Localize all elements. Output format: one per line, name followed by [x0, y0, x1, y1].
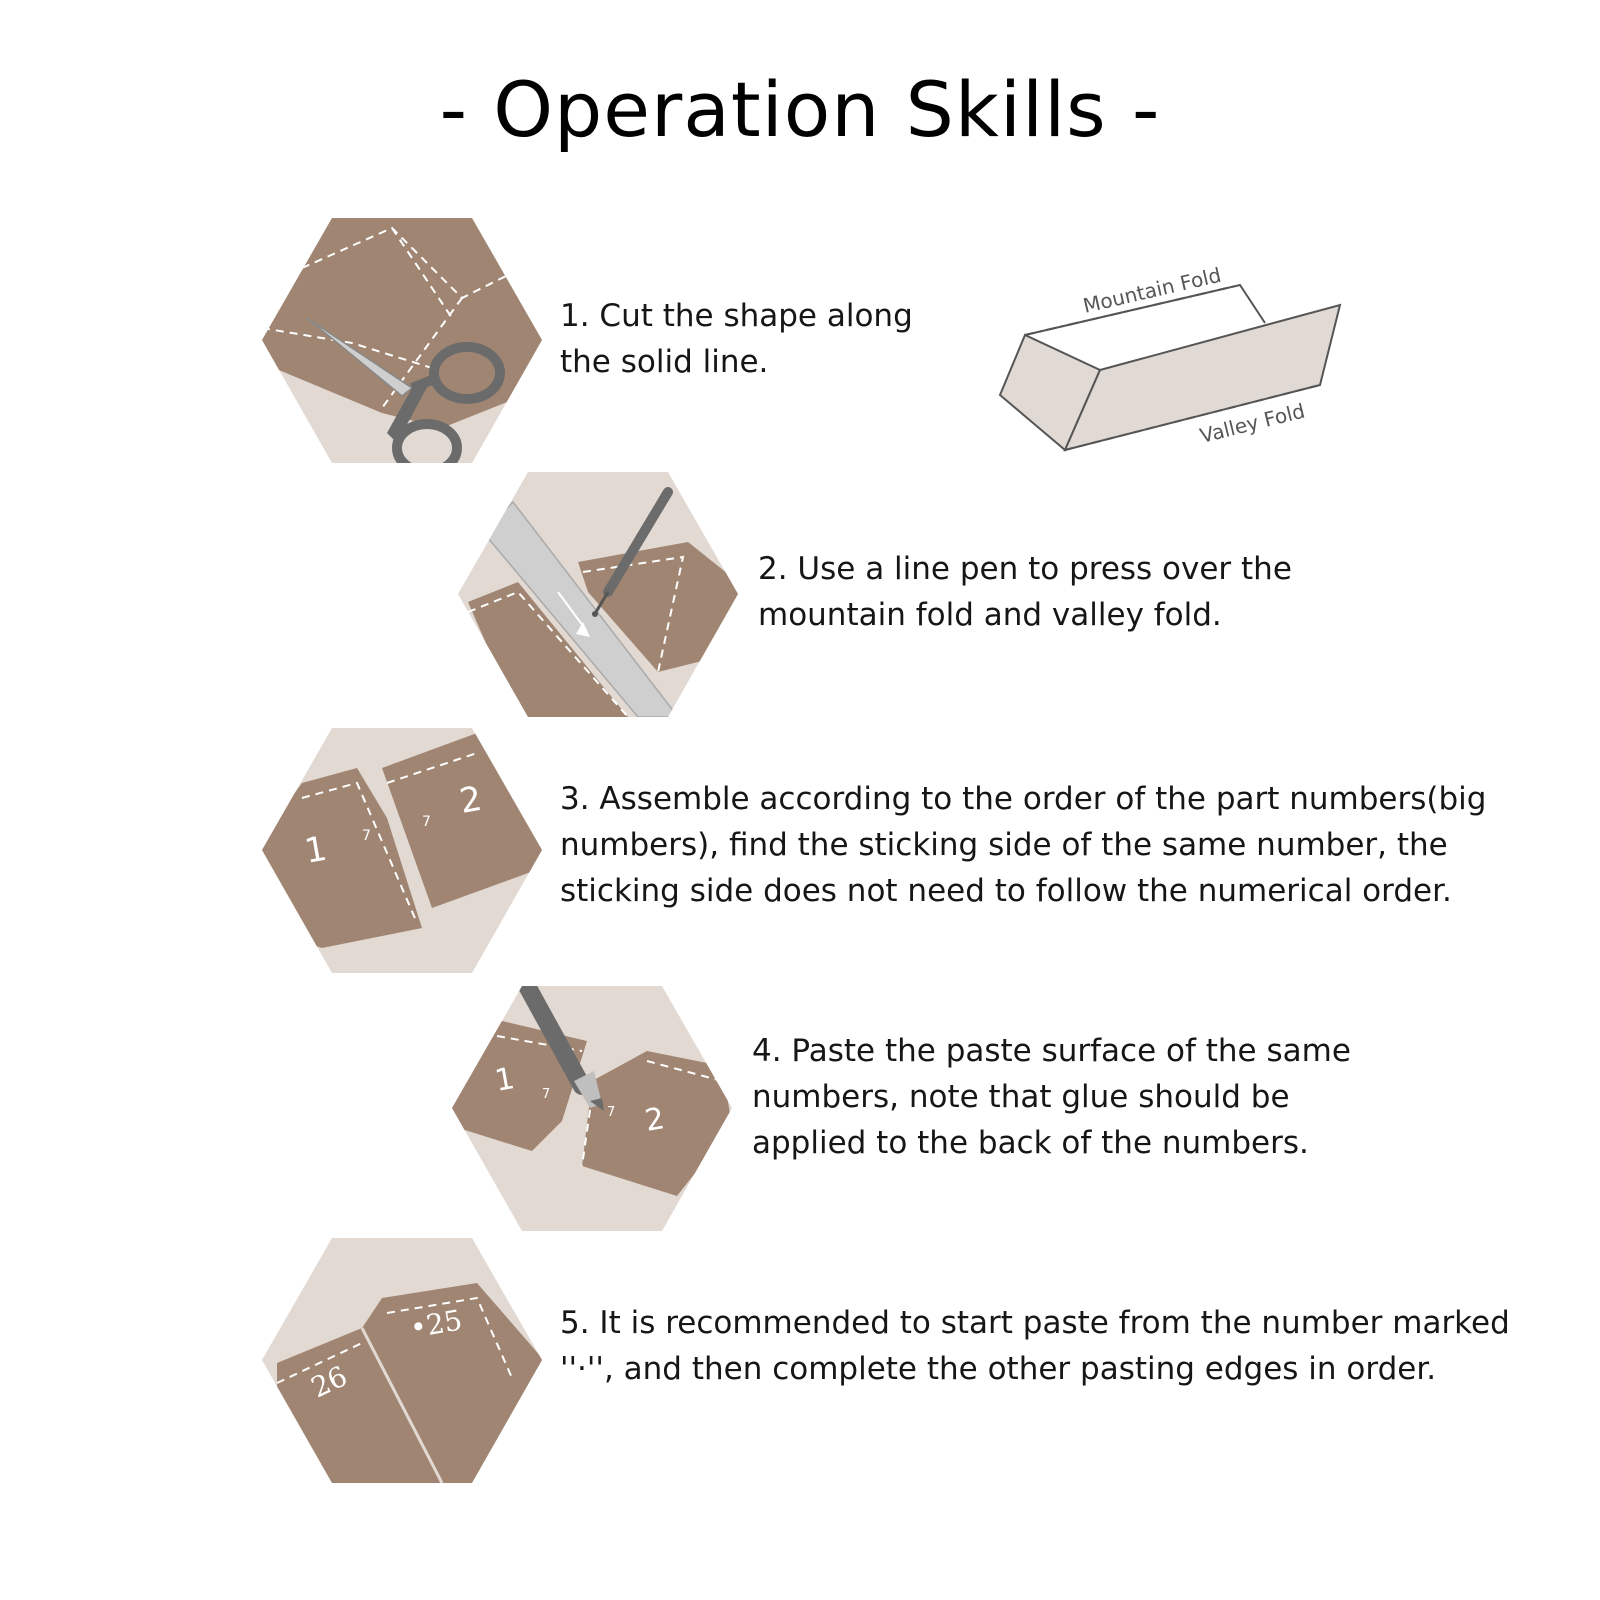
step-4-text: 4. Paste the paste surface of the same n… [752, 1028, 1351, 1166]
numbered-parts-icon: 1 2 7 7 [262, 728, 542, 973]
edge-number-right-glue: 7 [607, 1105, 615, 1120]
step-3-text: 3. Assemble according to the order of th… [560, 776, 1486, 914]
glue-pen-icon: 1 2 7 7 [452, 986, 732, 1231]
page-title: - Operation Skills - [439, 65, 1161, 154]
step-5-hexagon: •25 26 [262, 1238, 542, 1483]
step-5-line-1: 5. It is recommended to start paste from… [560, 1305, 1510, 1341]
marked-edges-icon: •25 26 [262, 1238, 542, 1483]
step-3-line-2: numbers), find the sticking side of the … [560, 827, 1448, 863]
scissors-icon [262, 218, 542, 463]
fold-illustration: Mountain Fold Valley Fold [998, 265, 1342, 452]
step-2-line-2: mountain fold and valley fold. [758, 597, 1222, 633]
step-2-hexagon [458, 472, 738, 717]
step-1-text: 1. Cut the shape along the solid line. [560, 293, 913, 385]
line-pen-ruler-icon [458, 472, 738, 717]
step-2-text: 2. Use a line pen to press over the moun… [758, 546, 1292, 638]
step-4-hexagon: 1 2 7 7 [452, 986, 732, 1231]
mountain-fold-label: Mountain Fold [1081, 265, 1224, 318]
step-4-line-2: numbers, note that glue should be [752, 1079, 1290, 1115]
step-3-line-3: sticking side does not need to follow th… [560, 873, 1452, 909]
step-3-line-1: 3. Assemble according to the order of th… [560, 781, 1487, 817]
step-5-text: 5. It is recommended to start paste from… [560, 1300, 1510, 1392]
step-3-hexagon: 1 2 7 7 [262, 728, 542, 973]
step-4-line-3: applied to the back of the numbers. [752, 1125, 1309, 1161]
step-1-line-2: the solid line. [560, 344, 769, 380]
fold-diagram: Mountain Fold Valley Fold [990, 265, 1370, 470]
step-2-line-1: 2. Use a line pen to press over the [758, 551, 1292, 587]
edge-number-left: 7 [362, 828, 371, 844]
edge-number-right: 7 [422, 814, 431, 830]
step-5-line-2: ''·'', and then complete the other pasti… [560, 1351, 1437, 1387]
step-1-line-1: 1. Cut the shape along [560, 298, 913, 334]
edge-number-left-glue: 7 [542, 1087, 550, 1102]
step-4-line-1: 4. Paste the paste surface of the same [752, 1033, 1351, 1069]
step-1-hexagon [262, 218, 542, 463]
